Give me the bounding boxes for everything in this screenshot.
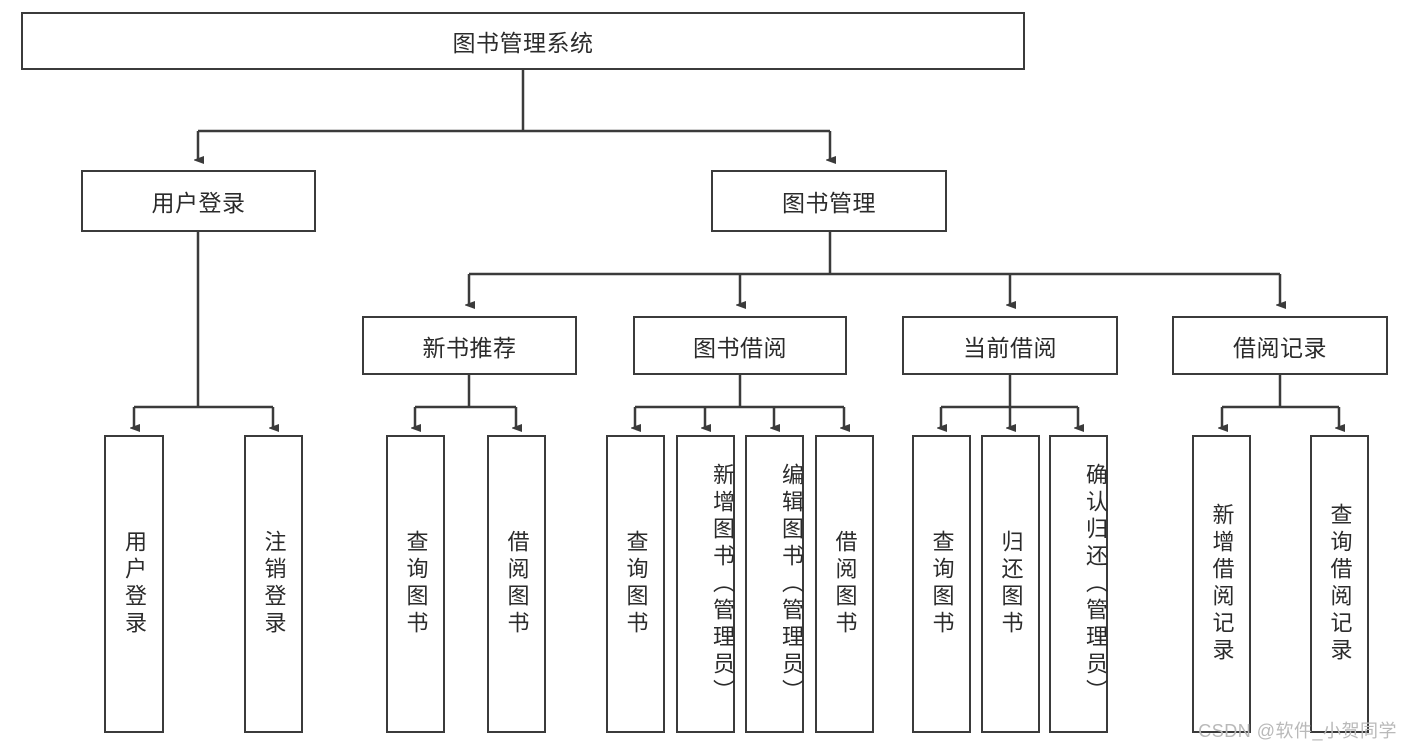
node-label: 新增图书（管理员）	[710, 462, 735, 706]
node-label: 图书管理系统	[452, 30, 594, 56]
node-label: 图书借阅	[693, 334, 787, 361]
node-label: 当前借阅	[963, 334, 1057, 361]
node-leaf-query-book-2[interactable]: 查询图书	[606, 435, 665, 733]
node-label: 查询借阅记录	[1327, 503, 1353, 665]
node-leaf-add-book[interactable]: 新增图书（管理员）	[676, 435, 735, 733]
node-leaf-add-record[interactable]: 新增借阅记录	[1192, 435, 1251, 733]
node-label: 归还图书	[998, 530, 1024, 638]
node-leaf-borrow-book-2[interactable]: 借阅图书	[815, 435, 874, 733]
node-label: 图书管理	[782, 190, 876, 216]
node-new-book-recommend[interactable]: 新书推荐	[362, 316, 577, 375]
node-leaf-logout-login[interactable]: 注销登录	[244, 435, 303, 733]
node-user-login[interactable]: 用户登录	[81, 170, 316, 232]
node-label: 新书推荐	[422, 334, 517, 361]
node-leaf-query-book-3[interactable]: 查询图书	[912, 435, 971, 733]
node-root-system[interactable]: 图书管理系统	[21, 12, 1025, 70]
node-leaf-confirm-return[interactable]: 确认归还（管理员）	[1049, 435, 1108, 733]
node-label: 确认归还（管理员）	[1083, 462, 1108, 706]
node-leaf-return-book[interactable]: 归还图书	[981, 435, 1040, 733]
node-label: 借阅图书	[832, 530, 858, 638]
node-book-borrow[interactable]: 图书借阅	[633, 316, 847, 375]
watermark-text: CSDN @软件_小贺同学	[1198, 721, 1397, 741]
node-leaf-edit-book[interactable]: 编辑图书（管理员）	[745, 435, 804, 733]
node-label: 编辑图书（管理员）	[779, 462, 804, 706]
node-label: 用户登录	[151, 190, 246, 216]
node-current-borrow[interactable]: 当前借阅	[902, 316, 1118, 375]
node-book-management[interactable]: 图书管理	[711, 170, 947, 232]
node-label: 查询图书	[403, 530, 429, 638]
node-label: 新增借阅记录	[1209, 503, 1235, 665]
node-label: 查询图书	[623, 530, 649, 638]
node-label: 查询图书	[929, 530, 955, 638]
node-leaf-query-book-1[interactable]: 查询图书	[386, 435, 445, 733]
node-borrow-record[interactable]: 借阅记录	[1172, 316, 1388, 375]
node-leaf-user-login[interactable]: 用户登录	[104, 435, 164, 733]
node-leaf-query-record[interactable]: 查询借阅记录	[1310, 435, 1369, 733]
node-label: 用户登录	[122, 530, 147, 638]
node-leaf-borrow-book-1[interactable]: 借阅图书	[487, 435, 546, 733]
node-label: 借阅记录	[1233, 334, 1327, 361]
node-label: 借阅图书	[504, 530, 530, 638]
node-label: 注销登录	[261, 530, 287, 638]
